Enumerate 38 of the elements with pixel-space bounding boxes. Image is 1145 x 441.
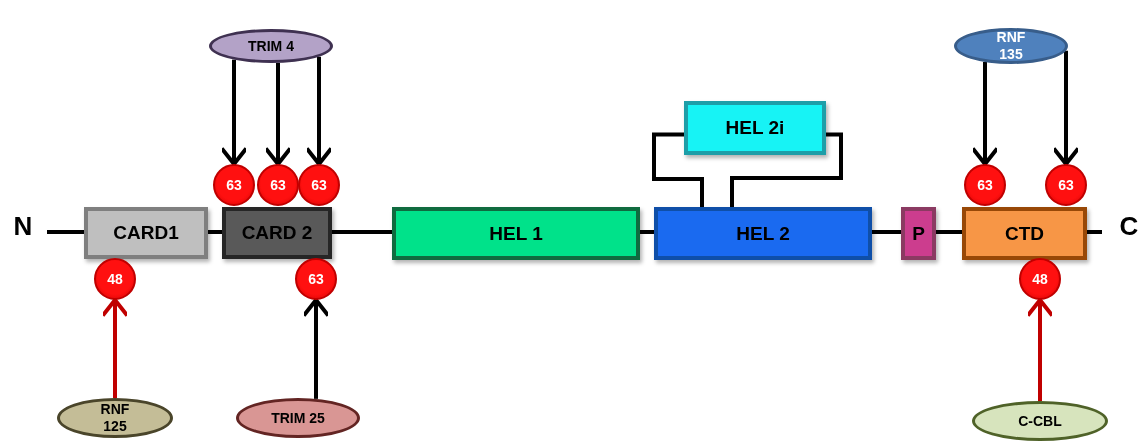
arrow [102, 298, 128, 398]
ubiquitin-circle: 63 [964, 164, 1006, 206]
enzyme-ellipse: TRIM 4 [209, 29, 333, 63]
ubiquitin-circle: 63 [213, 164, 255, 206]
connector-line [332, 230, 392, 234]
terminus-label: N [8, 210, 38, 242]
arrow [303, 298, 329, 399]
connector-line [872, 230, 901, 234]
ubiquitin-circle: 48 [94, 258, 136, 300]
enzyme-ellipse: RNF 125 [57, 398, 173, 438]
connector-line [1087, 230, 1102, 234]
domain-box: CTD [962, 207, 1087, 260]
arrow [1027, 298, 1053, 401]
ubiquitin-circle: 63 [295, 258, 337, 300]
domain-box: CARD 2 [222, 207, 332, 259]
enzyme-ellipse: C-CBL [972, 401, 1108, 441]
ubiquitin-circle: 48 [1019, 258, 1061, 300]
connector-line [208, 230, 222, 234]
connector-line [47, 230, 84, 234]
ubiquitin-circle: 63 [1045, 164, 1087, 206]
connector-line [652, 132, 704, 209]
ubiquitin-circle: 63 [257, 164, 299, 206]
arrow [306, 56, 332, 166]
arrow [265, 62, 291, 166]
domain-box: HEL 2 [654, 207, 872, 260]
terminus-label: C [1114, 210, 1144, 242]
domain-box: HEL 2i [684, 101, 826, 155]
arrow [972, 62, 998, 166]
arrow [1053, 50, 1079, 166]
domain-box: P [901, 207, 936, 260]
enzyme-ellipse: RNF 135 [954, 28, 1068, 64]
connector-line [640, 230, 654, 234]
domain-box: HEL 1 [392, 207, 640, 260]
domain-box: CARD1 [84, 207, 208, 259]
enzyme-ellipse: TRIM 25 [236, 398, 360, 438]
ubiquitin-circle: 63 [298, 164, 340, 206]
connector-line [730, 132, 843, 209]
connector-line [936, 230, 962, 234]
